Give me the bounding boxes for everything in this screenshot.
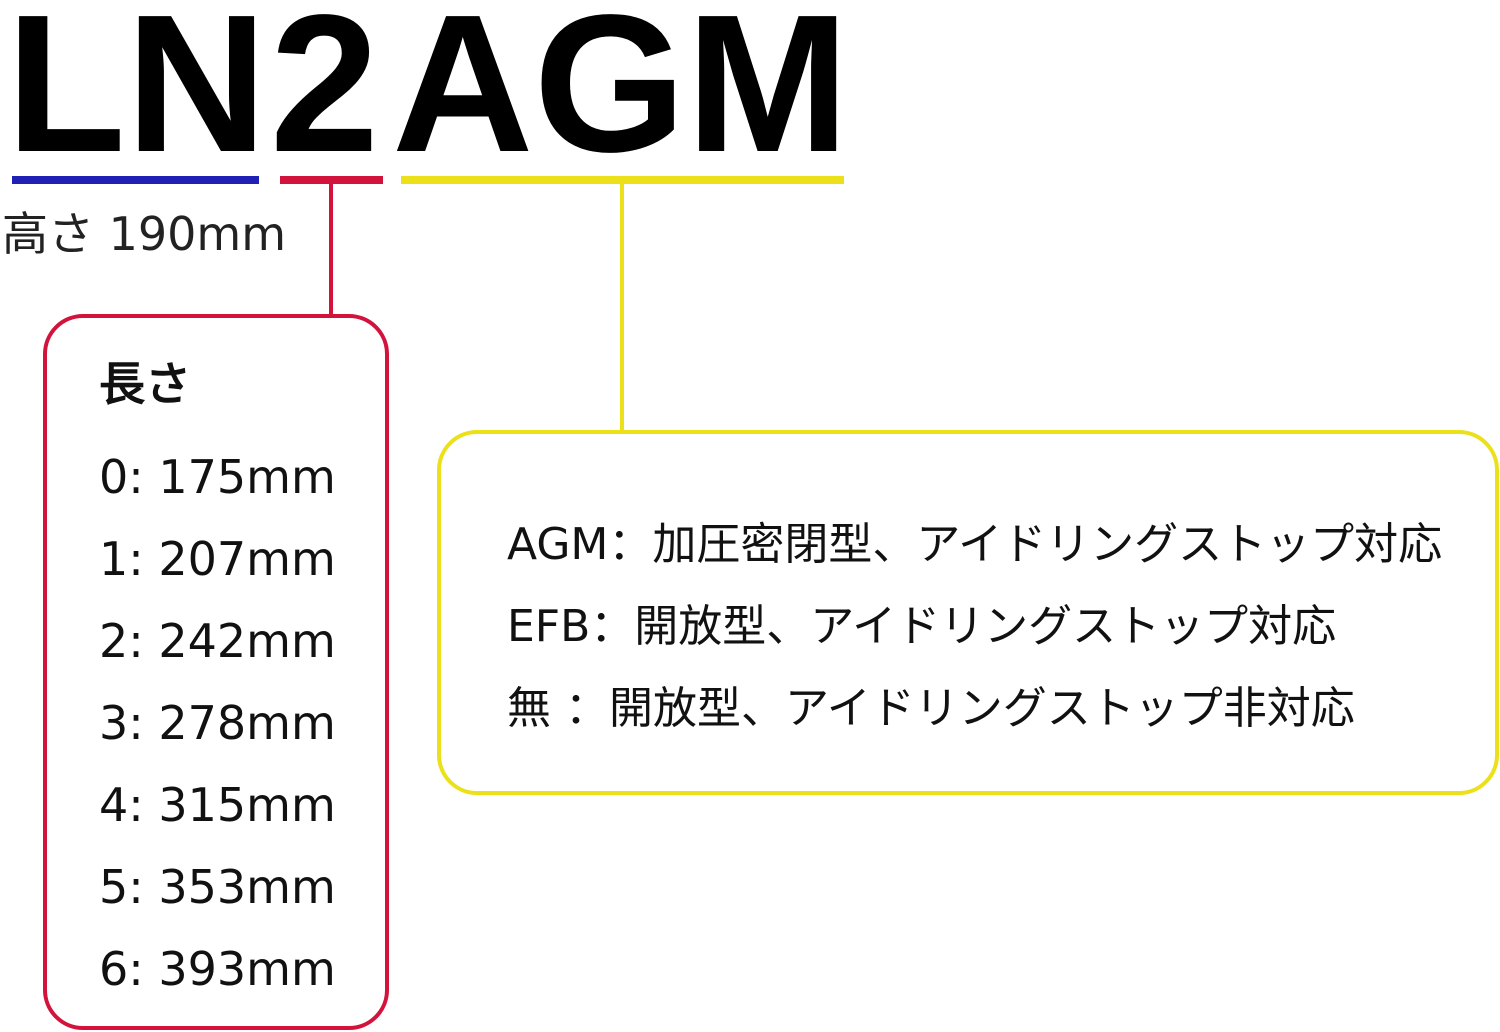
height-label: 高さ 190mm (2, 207, 287, 261)
list-item: 1: 207mm (99, 532, 336, 586)
type-list: AGM：加圧密閉型、アイドリングストップ対応 EFB：開放型、アイドリングストッ… (507, 504, 1442, 750)
list-item: 4: 315mm (99, 778, 336, 832)
length-connector-line (329, 184, 333, 316)
height-underline (12, 176, 259, 184)
list-item: AGM：加圧密閉型、アイドリングストップ対応 (507, 519, 1443, 570)
length-underline (280, 176, 383, 184)
list-item: 3: 278mm (99, 696, 336, 750)
list-item: 5: 353mm (99, 860, 336, 914)
type-underline (401, 176, 844, 184)
type-box: AGM：加圧密閉型、アイドリングストップ対応 EFB：開放型、アイドリングストッ… (437, 430, 1499, 795)
type-connector-line (620, 184, 624, 434)
list-item: 0: 175mm (99, 450, 336, 504)
length-list: 0: 175mm 1: 207mm 2: 242mm 3: 278mm 4: 3… (99, 436, 336, 1010)
list-item: 2: 242mm (99, 614, 336, 668)
list-item: EFB：開放型、アイドリングストップ対応 (507, 601, 1337, 652)
list-item: 無 ：開放型、アイドリングストップ非対応 (507, 683, 1355, 734)
list-item: 6: 393mm (99, 942, 336, 996)
code-segment-type: AGM (392, 0, 850, 193)
length-box: 長さ 0: 175mm 1: 207mm 2: 242mm 3: 278mm 4… (43, 314, 389, 1030)
code-segment-length: 2 (270, 0, 380, 193)
length-title: 長さ (99, 357, 191, 411)
code-segment-height: LN (6, 0, 268, 193)
